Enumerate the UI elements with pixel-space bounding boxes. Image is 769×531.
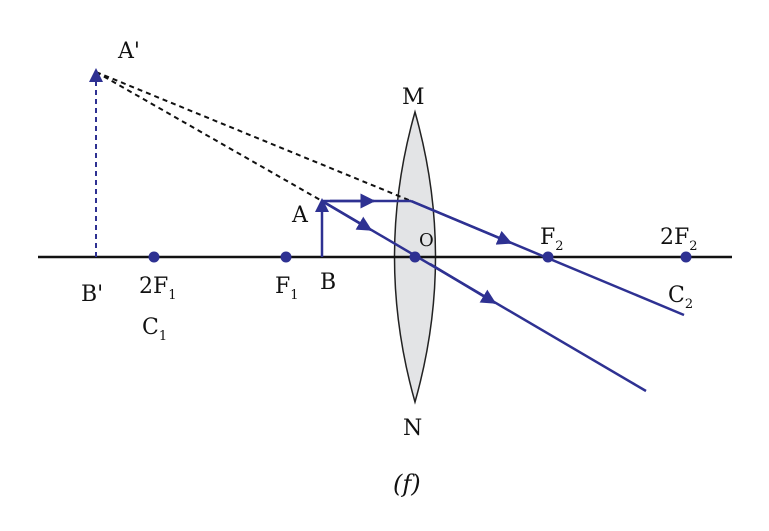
- figure-caption: (f): [393, 470, 421, 498]
- label-object-tip: A: [291, 203, 309, 228]
- point-f2: [542, 251, 554, 263]
- point-2f1: [148, 251, 160, 263]
- label-lens-bottom: N: [403, 416, 422, 441]
- label-c2: C2: [668, 283, 693, 312]
- ray-centre-arrow-1: [321, 199, 373, 232]
- ray-refracted-arrow: [410, 199, 513, 245]
- label-2f1: 2F1: [139, 274, 177, 303]
- object-arrowhead: [315, 198, 329, 212]
- label-f2: F2: [540, 225, 564, 254]
- point-f1: [280, 251, 292, 263]
- label-object-base: B: [320, 270, 336, 295]
- label-2f2: 2F2: [660, 225, 698, 254]
- label-lens-top: M: [402, 85, 425, 110]
- label-image-base: B': [81, 282, 103, 307]
- point-optical-centre: [409, 251, 421, 263]
- virtual-ray-parallel-extension: [95, 71, 412, 202]
- virtual-image-arrowhead: [89, 68, 103, 82]
- label-c1: C1: [142, 315, 167, 344]
- label-image-tip: A': [117, 39, 140, 64]
- point-2f2: [680, 251, 692, 263]
- label-f1: F1: [275, 274, 299, 303]
- virtual-ray-centre-extension: [95, 71, 323, 202]
- label-optical-centre: O: [419, 230, 434, 251]
- ray-centre-arrow-2: [429, 262, 497, 305]
